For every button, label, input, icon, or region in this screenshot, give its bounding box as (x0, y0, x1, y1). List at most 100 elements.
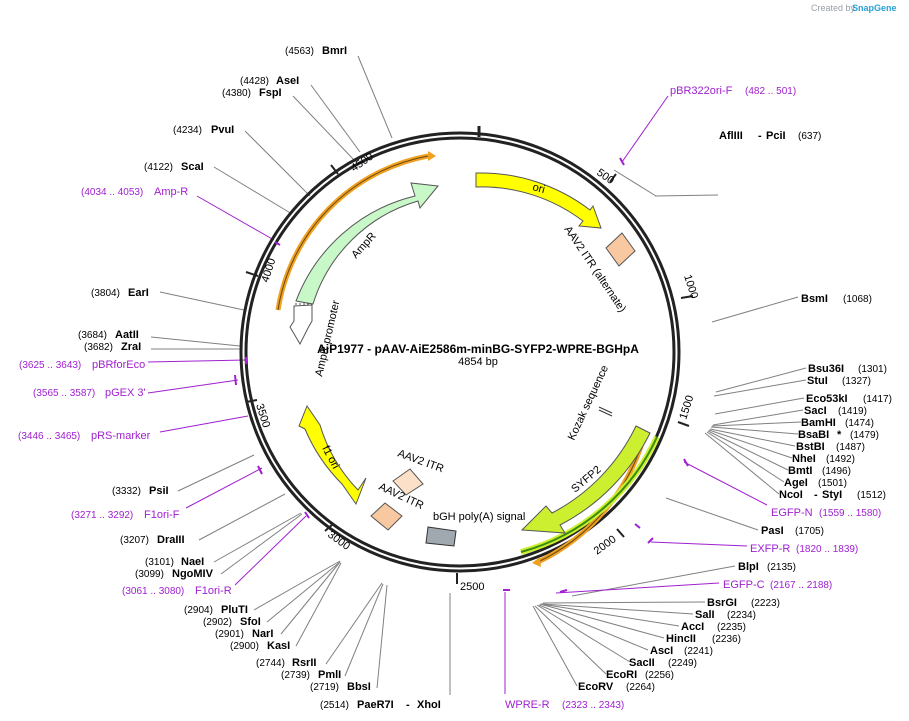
enzyme-fspi[interactable]: FspI (259, 87, 282, 99)
enzyme-bbsi[interactable]: BbsI (347, 681, 371, 693)
feature-itr-1[interactable] (392, 468, 424, 496)
enzyme-sali-pos: (2234) (727, 610, 756, 621)
enzyme-bstbi-pos: (1487) (836, 442, 865, 453)
enzyme-pmli[interactable]: PmlI (318, 669, 341, 681)
primer-egfp-c[interactable]: EGFP-C (723, 579, 765, 591)
enzyme-bamhi[interactable]: BamHI (801, 417, 836, 429)
enzyme-bsmi[interactable]: BsmI (801, 293, 828, 305)
enzyme-ngomiv[interactable]: NgoMIV (172, 568, 214, 580)
enzyme-pvui[interactable]: PvuI (211, 124, 234, 136)
feature-itr-2[interactable] (370, 502, 403, 531)
enzyme-sacii[interactable]: SacII (629, 657, 655, 669)
enzyme-pasi[interactable]: PasI (761, 525, 784, 537)
enzyme-bsrgi[interactable]: BsrGI (707, 597, 737, 609)
feature-bgh-label: bGH poly(A) signal (433, 511, 525, 523)
enzyme-blpi-pos: (2135) (767, 562, 796, 573)
enzyme-bbsi-pos: (2719) (310, 682, 339, 693)
enzyme-sfoi[interactable]: SfoI (240, 616, 261, 628)
svg-text:*: * (837, 429, 842, 441)
primer-wpre-r[interactable]: WPRE-R (505, 699, 550, 711)
enzyme-rsrii[interactable]: RsrII (292, 657, 316, 669)
enzyme-paer7i[interactable]: PaeR7I (357, 699, 394, 711)
backbone-inner (244, 136, 676, 568)
enzyme-bmti[interactable]: BmtI (788, 465, 812, 477)
svg-text:-: - (758, 130, 762, 142)
left-enzymes: (4563) BmrI (4428) AseI (4380) FspI (423… (78, 45, 441, 711)
feature-f1-ori[interactable] (298, 404, 367, 506)
enzyme-eari-pos: (3804) (91, 288, 120, 299)
enzyme-acci[interactable]: AccI (681, 621, 704, 633)
enzyme-nari-pos: (2901) (215, 629, 244, 640)
primer-pgex3-pos: (3565 .. 3587) (33, 388, 95, 399)
orf-arrow-ampr (428, 151, 436, 161)
primer-egfp-n[interactable]: EGFP-N (771, 507, 813, 519)
primer-amp-r[interactable]: Amp-R (154, 186, 188, 198)
enzyme-xhoi[interactable]: XhoI (417, 699, 441, 711)
plasmid-name: AiP1977 - pAAV-AiE2586m-minBG-SYFP2-WPRE… (317, 342, 639, 356)
enzyme-pasi-pos: (1705) (795, 526, 824, 537)
primer-f1ori-f[interactable]: F1ori-F (144, 509, 180, 521)
primer-pbrforeco[interactable]: pBRforEco (92, 359, 145, 371)
enzyme-hincii-pos: (2236) (712, 634, 741, 645)
enzyme-stui[interactable]: StuI (807, 375, 828, 387)
enzyme-nari[interactable]: NarI (252, 628, 273, 640)
primer-connectors (147, 95, 768, 694)
enzyme-pluti[interactable]: PluTI (221, 604, 248, 616)
enzyme-nhei[interactable]: NheI (792, 453, 816, 465)
feature-kozak-label: Kozak sequence (566, 363, 611, 442)
primer-exfp-r[interactable]: EXFP-R (750, 543, 790, 555)
enzyme-bsu36i[interactable]: Bsu36I (808, 363, 844, 375)
enzyme-psii[interactable]: PsiI (149, 485, 169, 497)
enzyme-bmri[interactable]: BmrI (322, 45, 347, 57)
primer-pbr322ori-f[interactable]: pBR322ori-F (670, 85, 733, 97)
enzyme-ncoi[interactable]: NcoI (779, 489, 803, 501)
feature-bgh-polya[interactable] (425, 526, 457, 547)
enzyme-scai[interactable]: ScaI (181, 161, 204, 173)
enzyme-ecori[interactable]: EcoRI (606, 669, 637, 681)
feature-ori[interactable] (475, 172, 602, 229)
enzyme-bmri-pos: (4563) (285, 46, 314, 57)
credit-brand[interactable]: SnapGene (852, 3, 897, 13)
enzyme-blpi[interactable]: BlpI (738, 561, 759, 573)
enzyme-naei[interactable]: NaeI (181, 556, 204, 568)
enzyme-hincii[interactable]: HincII (666, 633, 696, 645)
primer-labels: pBR322ori-F (482 .. 501) (4034 .. 4053) … (18, 85, 881, 711)
primer-pbrforeco-pos: (3625 .. 3643) (19, 360, 81, 371)
enzyme-asei[interactable]: AseI (276, 75, 299, 87)
enzyme-agei[interactable]: AgeI (784, 477, 808, 489)
primer-pgex3[interactable]: pGEX 3' (105, 387, 146, 399)
enzyme-afliii[interactable]: AflIII (719, 130, 743, 142)
enzyme-bstbi[interactable]: BstBI (796, 441, 825, 453)
enzyme-aatii[interactable]: AatII (115, 329, 139, 341)
feature-itr-alternate[interactable] (605, 232, 636, 267)
enzyme-draiii-pos: (3207) (120, 535, 149, 546)
enzyme-bsmi-pos: (1068) (843, 294, 872, 305)
enzyme-asci[interactable]: AscI (650, 645, 673, 657)
enzyme-zrai[interactable]: ZraI (121, 341, 141, 353)
feature-ampr[interactable] (295, 182, 439, 305)
enzyme-styi[interactable]: StyI (822, 489, 842, 501)
enzyme-eco53ki[interactable]: Eco53kI (806, 393, 848, 405)
feature-ampr-promoter[interactable] (289, 304, 313, 346)
primer-wpre-r-pos: (2323 .. 2343) (562, 700, 624, 711)
enzyme-psii-pos: (3332) (112, 486, 141, 497)
enzyme-saci[interactable]: SacI (804, 405, 827, 417)
enzyme-afliii-pos: (637) (798, 131, 821, 142)
enzyme-pcii[interactable]: PciI (766, 130, 786, 142)
ring-ticks (245, 164, 694, 584)
svg-text:-: - (814, 489, 818, 501)
enzyme-kasi[interactable]: KasI (267, 640, 290, 652)
enzyme-scai-pos: (4122) (144, 162, 173, 173)
enzyme-eco53ki-pos: (1417) (863, 394, 892, 405)
credit-prefix: Created by (811, 3, 856, 13)
primer-prs-marker[interactable]: pRS-marker (91, 430, 151, 442)
right-enzymes: AflIII - PciI (637) BsmI (1068) Bsu36I (… (578, 130, 892, 693)
enzyme-ecorv[interactable]: EcoRV (578, 681, 614, 693)
primer-f1ori-r[interactable]: F1ori-R (195, 585, 232, 597)
enzyme-eari[interactable]: EarI (128, 287, 149, 299)
enzyme-bmti-pos: (1496) (822, 466, 851, 477)
enzyme-draiii[interactable]: DraIII (157, 534, 185, 546)
feature-syfp2[interactable] (520, 425, 651, 534)
enzyme-sali[interactable]: SalI (695, 609, 715, 621)
enzyme-bsabi[interactable]: BsaBI (798, 429, 829, 441)
